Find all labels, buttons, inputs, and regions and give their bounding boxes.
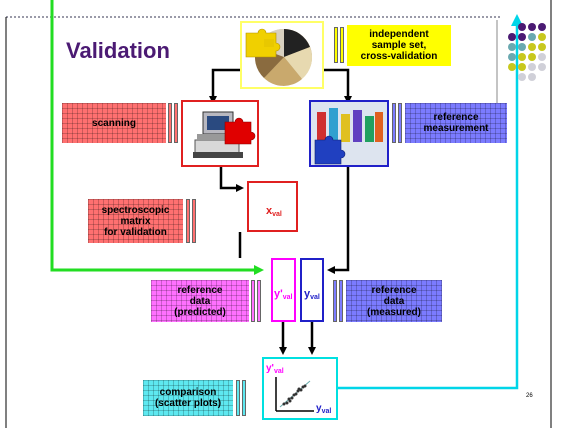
decor-dot bbox=[528, 53, 536, 61]
cyan-flow-line bbox=[338, 14, 523, 390]
ref-measured-box: reference data (measured) bbox=[346, 280, 442, 322]
decor-dots bbox=[508, 23, 546, 81]
independent-label: independent sample set, cross-validation bbox=[360, 29, 438, 62]
spectroscopic-label: spectroscopic matrix for validation bbox=[101, 204, 170, 238]
grain-pie-icon bbox=[245, 28, 313, 86]
scanning-stripes bbox=[168, 103, 178, 143]
decor-dot bbox=[508, 53, 516, 61]
decor-dot bbox=[538, 23, 546, 31]
scatter-plot-box: y'val yval bbox=[262, 357, 338, 420]
decor-dot bbox=[528, 33, 536, 41]
decor-dot bbox=[508, 63, 516, 71]
spectroscopic-stripes bbox=[186, 199, 196, 243]
x-val-label: xval bbox=[266, 205, 282, 218]
page-number: 26 bbox=[526, 393, 533, 399]
y-meas-label: yval bbox=[304, 288, 320, 301]
y-pred-label: y'val bbox=[274, 288, 293, 301]
decor-dot bbox=[508, 43, 516, 51]
ref-predicted-stripes bbox=[251, 280, 261, 322]
ref-predicted-label: reference data (predicted) bbox=[174, 284, 226, 318]
decor-dot bbox=[508, 33, 516, 41]
decor-dot bbox=[538, 53, 546, 61]
ref-measured-stripes bbox=[333, 280, 343, 322]
comparison-box: comparison (scatter plots) bbox=[143, 380, 233, 416]
decor-dot bbox=[528, 73, 536, 81]
decor-dot bbox=[518, 53, 526, 61]
scatter-plot-icon bbox=[275, 377, 314, 412]
decor-dot bbox=[518, 23, 526, 31]
decor-dot bbox=[538, 63, 546, 71]
sample-image bbox=[240, 21, 324, 89]
ref-predicted-box: reference data (predicted) bbox=[151, 280, 249, 322]
spectroscopic-box: spectroscopic matrix for validation bbox=[88, 199, 183, 243]
reference-measurement-image bbox=[309, 100, 389, 167]
scatter-y-label: y'val bbox=[266, 363, 284, 375]
ref-measurement-stripes bbox=[392, 103, 402, 143]
decor-dot bbox=[518, 43, 526, 51]
comparison-stripes bbox=[236, 380, 246, 416]
decor-dot bbox=[538, 33, 546, 41]
independent-sample-box: independent sample set, cross-validation bbox=[347, 25, 451, 66]
decor-dot bbox=[528, 23, 536, 31]
bottles-icon bbox=[311, 102, 387, 165]
scanning-box: scanning bbox=[62, 103, 166, 143]
decor-dot bbox=[528, 43, 536, 51]
decor-dot bbox=[518, 73, 526, 81]
decor-dot bbox=[518, 63, 526, 71]
ref-measured-label: reference data (measured) bbox=[367, 284, 421, 318]
decor-dot bbox=[528, 63, 536, 71]
comparison-label: comparison (scatter plots) bbox=[154, 387, 222, 409]
scatter-x-label: yval bbox=[316, 403, 332, 415]
reference-measurement-label: reference measurement bbox=[423, 112, 489, 134]
decor-dot bbox=[538, 43, 546, 51]
independent-stripes bbox=[334, 27, 344, 63]
x-val-box: xval bbox=[247, 181, 298, 232]
green-flow-line bbox=[50, 0, 264, 275]
y-pred-box: y'val bbox=[271, 258, 296, 322]
scanner-image bbox=[181, 100, 259, 167]
y-meas-box: yval bbox=[300, 258, 324, 322]
reference-measurement-box: reference measurement bbox=[405, 103, 507, 143]
spectrometer-icon bbox=[193, 111, 256, 158]
scanning-label: scanning bbox=[92, 117, 136, 129]
decor-dot bbox=[518, 33, 526, 41]
slide-title: Validation bbox=[66, 38, 170, 63]
